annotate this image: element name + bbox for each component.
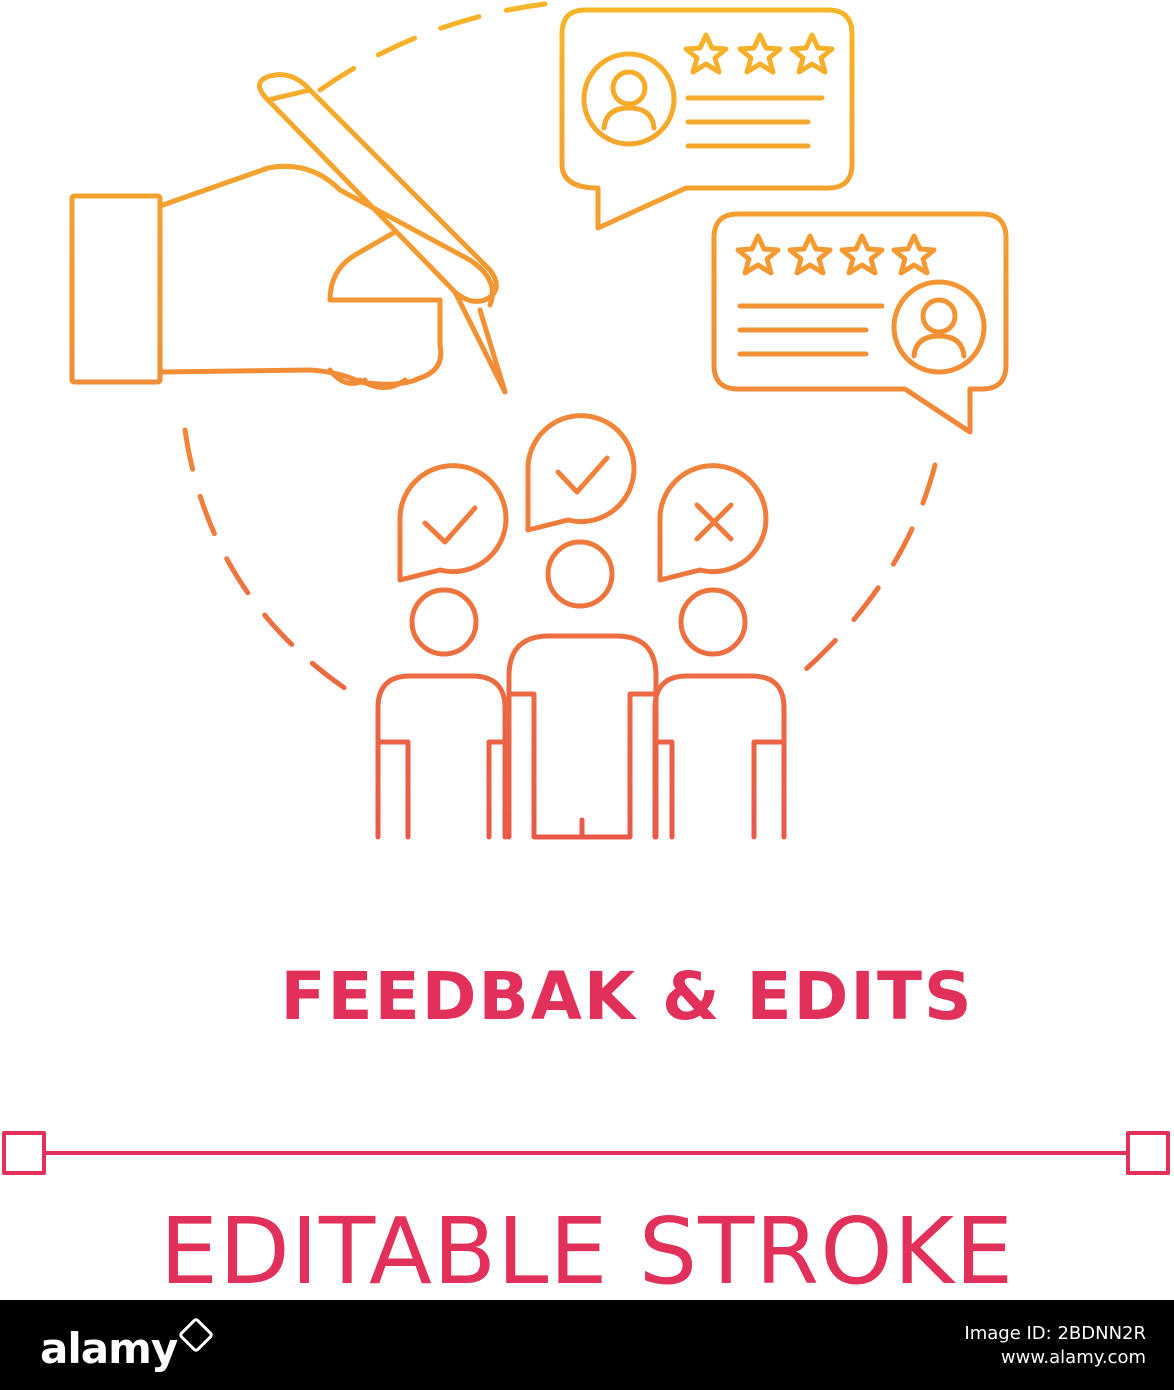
stock-footer: alamy Image ID: 2BDNN2R www.alamy.com xyxy=(0,1300,1174,1390)
editable-stroke-caption: EDITABLE STROKE xyxy=(159,1206,1015,1300)
illustration-title: FEEDBAK & EDITS xyxy=(280,958,974,1035)
image-id-text: Image ID: 2BDNN2R xyxy=(964,1323,1146,1344)
brand-name: alamy xyxy=(40,1324,178,1373)
check-bubble-icon xyxy=(397,463,509,583)
hand-writing-pen-icon xyxy=(69,72,508,395)
brand-logo[interactable]: alamy xyxy=(40,1316,215,1373)
feedback-illustration xyxy=(2,1,1170,1175)
brand-diamond-icon xyxy=(177,1316,215,1354)
site-url-text: www.alamy.com xyxy=(1000,1347,1146,1368)
check-bubble-icon xyxy=(525,413,637,533)
stock-image-id: Image ID: 2BDNN2R www.alamy.com xyxy=(964,1322,1146,1370)
review-bubble-three-stars-icon xyxy=(559,7,855,231)
cross-bubble-icon xyxy=(657,463,769,583)
editable-stroke-line xyxy=(2,1131,1170,1175)
people-group-icon xyxy=(375,413,787,840)
review-bubble-four-stars-icon xyxy=(711,211,1009,435)
dashed-circle-icon xyxy=(182,1,938,698)
